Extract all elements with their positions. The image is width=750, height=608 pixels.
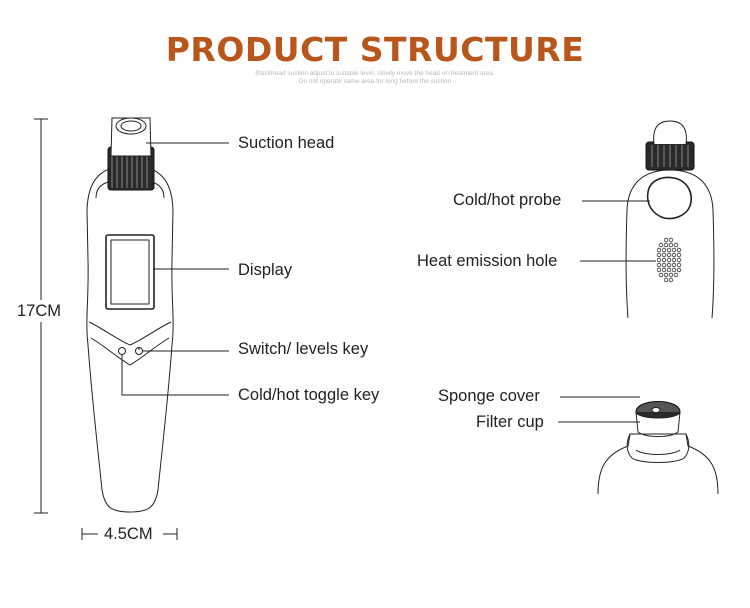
toggle-key-leader <box>121 355 229 396</box>
height-dimension-label: 17CM <box>17 302 62 320</box>
subtitle-line-1: Blackhead suction adjust to suitable lev… <box>255 70 495 77</box>
filter-cup-view <box>597 401 719 495</box>
suction-head-label: Suction head <box>238 134 335 152</box>
display-label: Display <box>238 261 293 279</box>
device-front-view <box>86 117 174 513</box>
filter-label: Filter cup <box>476 413 544 431</box>
subtitle-line-2: Do not operate same area for long before… <box>298 78 452 85</box>
toggle-key-label: Cold/hot toggle key <box>238 386 380 404</box>
height-dimension-line <box>34 118 48 514</box>
switch-key-label: Switch/ levels key <box>238 340 369 358</box>
heat-hole-label: Heat emission hole <box>417 252 558 270</box>
device-back-view <box>625 120 715 319</box>
sponge-label: Sponge cover <box>438 387 540 405</box>
vent-holes <box>656 237 682 283</box>
page-title: PRODUCT STRUCTURE <box>165 30 585 69</box>
width-dimension-line <box>81 528 178 540</box>
probe-label: Cold/hot probe <box>453 191 562 209</box>
width-dimension-label: 4.5CM <box>104 525 153 543</box>
